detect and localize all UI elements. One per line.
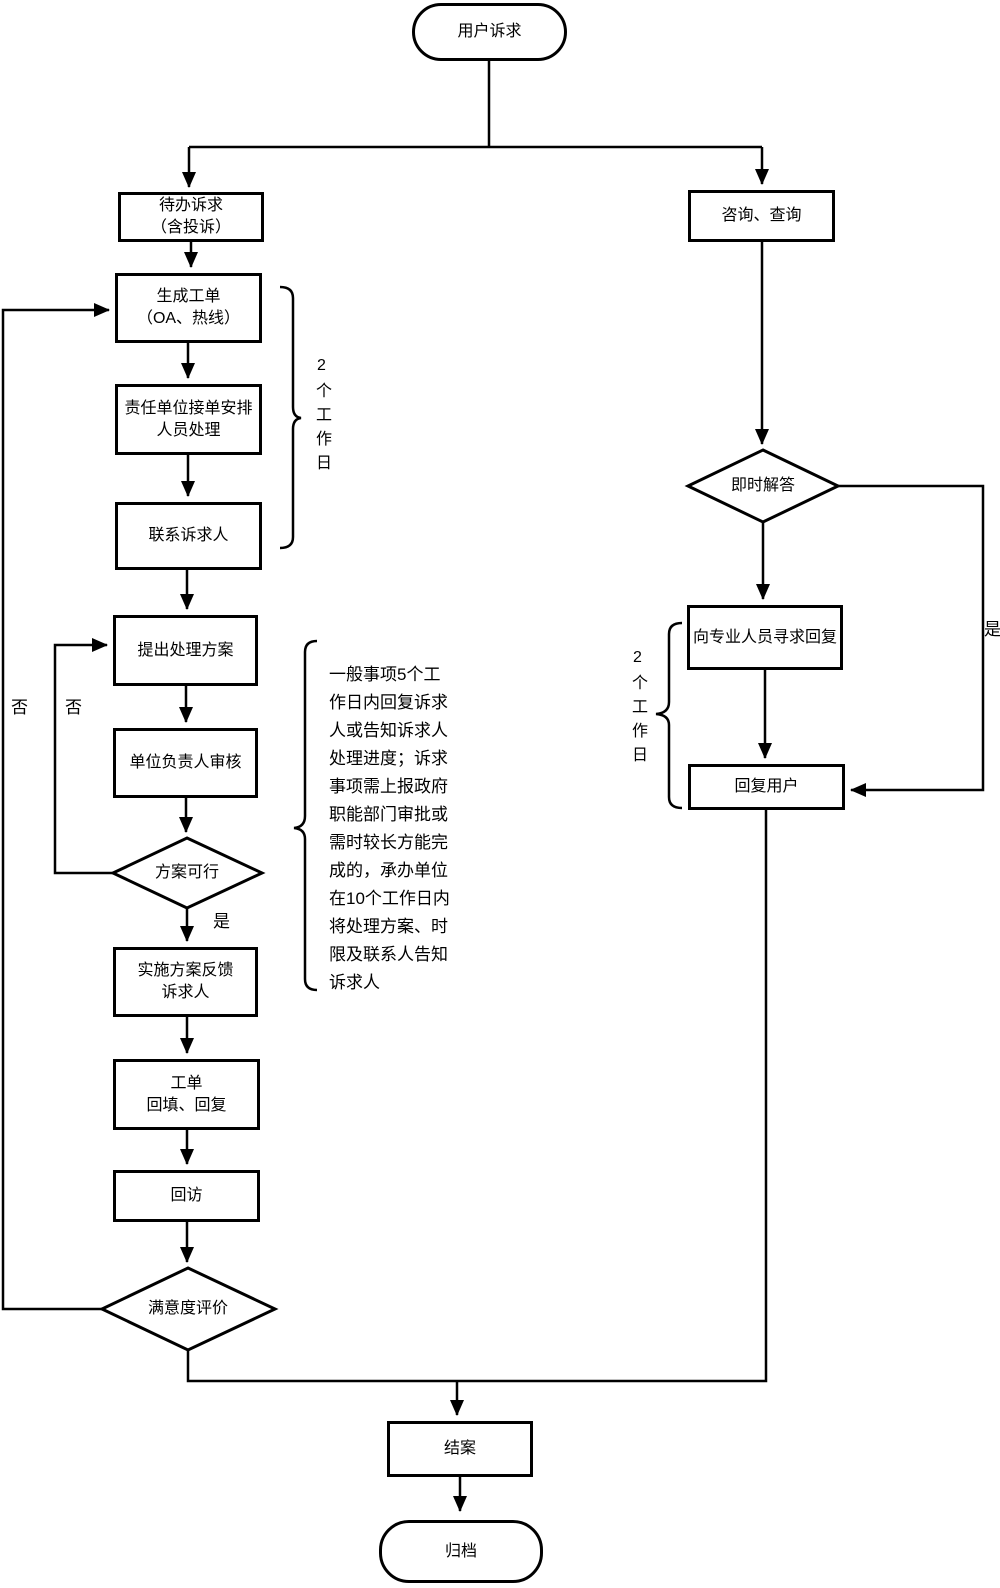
node-leader-review: 单位负责人审核	[113, 728, 258, 798]
label-no-inner: 否	[65, 698, 82, 717]
node-create-work-order: 生成工单 （OA、热线）	[115, 273, 262, 343]
node-seek-expert-reply: 向专业人员寻求回复	[687, 605, 843, 670]
decision-satisfaction-label: 满意度评价	[147, 1300, 228, 1317]
label-yes-instant: 是	[984, 620, 1000, 639]
node-work-order-reply: 工单 回填、回复	[113, 1059, 260, 1130]
brace-left-duration	[279, 285, 302, 550]
edge-merge-line	[186, 810, 768, 1383]
decision-feasible-label: 方案可行	[154, 864, 219, 881]
node-close-case: 结案	[387, 1421, 533, 1477]
edge-no-outer-loop	[1, 303, 110, 1311]
node-start-terminator: 用户诉求	[412, 3, 567, 61]
node-propose-plan: 提出处理方案	[113, 615, 258, 686]
decision-instant-shape	[684, 448, 842, 524]
decision-instant-label: 即时解答	[730, 477, 795, 494]
label-no-outer: 否	[11, 698, 28, 717]
brace-note	[293, 639, 318, 992]
node-archive-terminator: 归档	[379, 1520, 543, 1583]
brace-right-duration	[655, 621, 683, 810]
annotation-duration-right: 2个工作日	[629, 649, 646, 770]
node-contact-requester: 联系诉求人	[115, 502, 262, 570]
edge-no-inner-loop	[53, 638, 113, 875]
node-pending-request: 待办诉求 （含投诉）	[118, 192, 264, 242]
decision-feasible-shape	[109, 836, 266, 910]
node-implement-feedback: 实施方案反馈 诉求人	[113, 947, 258, 1017]
label-yes-feasible: 是	[213, 912, 230, 931]
decision-satisfaction-shape	[98, 1266, 279, 1352]
node-revisit: 回访	[113, 1170, 260, 1222]
node-assign-handler: 责任单位接单安排 人员处理	[115, 384, 262, 455]
edge-yes-instant-reply	[838, 484, 985, 797]
node-consult-inquiry: 咨询、查询	[688, 190, 835, 242]
node-reply-user: 回复用户	[688, 764, 845, 810]
annotation-note: 一般事项5个工 作日内回复诉求 人或告知诉求人 处理进度；诉求 事项需上报政府 …	[329, 665, 450, 992]
annotation-duration-left: 2个工作日	[313, 357, 330, 478]
